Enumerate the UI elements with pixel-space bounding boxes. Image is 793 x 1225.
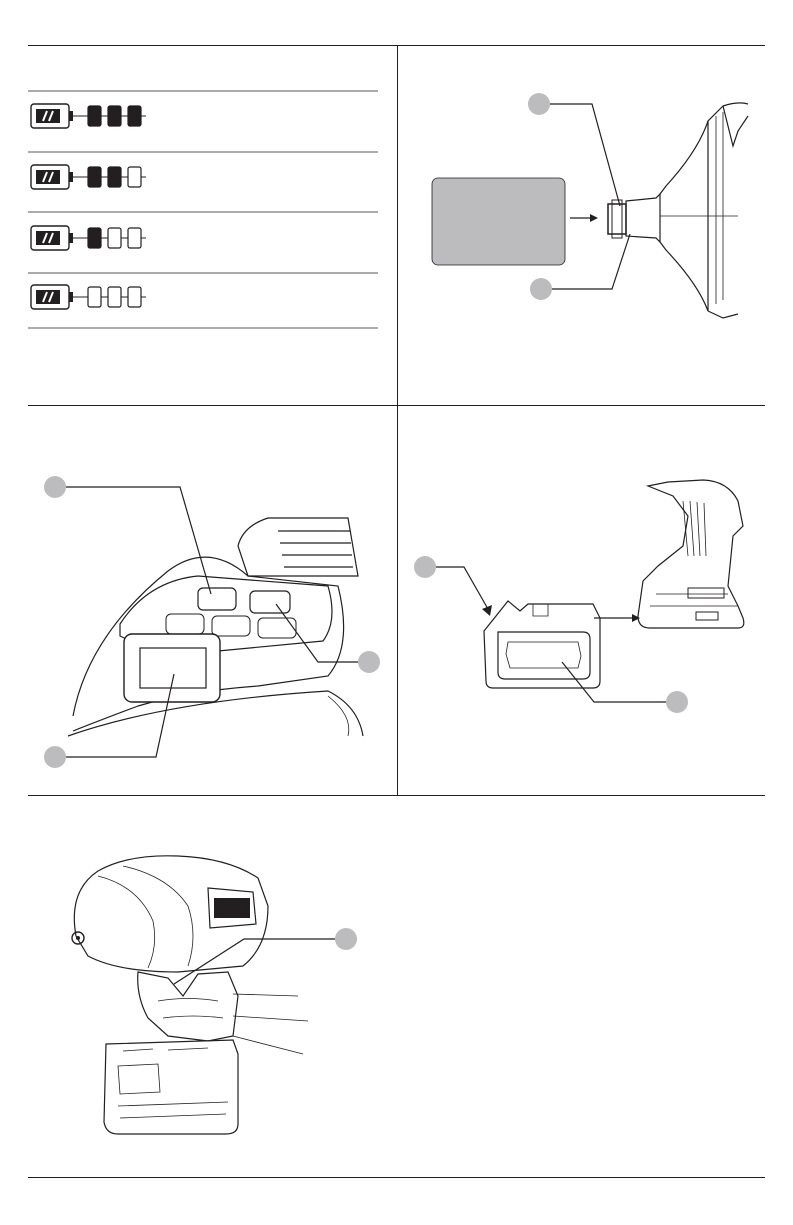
callout-grip	[335, 928, 357, 950]
gauge-led-off	[108, 287, 121, 307]
battery-pack-face	[498, 632, 590, 679]
gauge-led-off	[88, 287, 101, 307]
leader-line	[174, 939, 335, 984]
battery-icon-fill	[36, 170, 60, 184]
gauge-led-off	[128, 287, 141, 307]
finger-lines	[158, 999, 223, 1019]
tool-head-contour	[98, 876, 155, 968]
control-panel-figure	[28, 406, 397, 795]
battery-icon-fill	[36, 231, 60, 245]
battery-icon-terminal	[69, 111, 73, 121]
pad-button	[258, 618, 296, 638]
socket-placeholder	[432, 178, 565, 265]
control-panel-drawing	[28, 406, 397, 795]
callout-pack-left	[414, 556, 436, 578]
arrow-head-icon	[590, 214, 598, 222]
gauge-led-off	[108, 228, 121, 248]
pad-button	[166, 614, 204, 634]
handle-base-lines	[650, 594, 738, 606]
housing-bottom-detail	[708, 311, 738, 318]
anvil-tip-center	[76, 936, 80, 940]
fuel-gauge-row	[31, 104, 146, 128]
battery-icon-terminal	[69, 233, 73, 243]
battery-ribs	[118, 1102, 228, 1118]
battery-icon-fill	[36, 290, 60, 304]
leader-line	[436, 567, 488, 609]
battery-fuel-gauge-figure	[28, 46, 397, 405]
battery-latch	[533, 604, 548, 616]
gauge-led-on	[108, 106, 121, 126]
tool-contour-detail	[328, 696, 349, 736]
gauge-led-on	[88, 228, 101, 248]
vent-slots	[278, 531, 353, 567]
battery-attach-drawing	[398, 406, 765, 795]
battery-attach-figure	[398, 406, 765, 795]
gauge-led-on	[88, 167, 101, 187]
gauge-led-off	[128, 228, 141, 248]
handle-logo-plate	[696, 612, 718, 620]
fuel-gauge-row	[31, 226, 146, 250]
brand-logo	[214, 898, 250, 918]
hand-reference-lines	[233, 994, 308, 1054]
gauge-led-off	[128, 167, 141, 187]
tool-head-contour	[123, 866, 193, 966]
battery-pack	[104, 1040, 238, 1134]
callout-pack-bottom	[666, 691, 688, 713]
battery-pack-panel	[506, 642, 581, 668]
battery-icon-terminal	[69, 292, 73, 302]
fuel-gauge-row	[31, 285, 146, 309]
callout-panel-bottom	[44, 746, 66, 768]
anvil-drawing	[398, 46, 765, 405]
tool-grip-figure	[28, 796, 765, 1177]
callout-anvil-bottom	[530, 278, 552, 300]
callout-panel-right	[358, 651, 380, 673]
battery-pack	[484, 601, 600, 688]
housing-outline-lower	[660, 242, 708, 311]
callout-panel-top	[44, 476, 66, 498]
anvil-collar	[626, 194, 660, 242]
battery-gauge-window	[118, 1064, 160, 1094]
gauge-led-on	[88, 106, 101, 126]
anvil-socket-figure	[398, 46, 765, 405]
mode-button	[198, 588, 236, 610]
speed-button	[250, 591, 290, 613]
gauge-led-on	[108, 167, 121, 187]
hand-grip	[138, 972, 238, 1041]
anvil-square-drive	[608, 204, 626, 234]
housing-ribs	[716, 112, 723, 304]
leader-line	[66, 487, 211, 594]
bottom-rule	[28, 1177, 765, 1178]
fuel-gauge-row	[31, 165, 146, 189]
fuel-gauge-drawing	[28, 46, 397, 405]
gauge-led-on	[128, 106, 141, 126]
callout-anvil-top	[528, 93, 550, 115]
display-screen	[140, 648, 206, 688]
battery-icon-terminal	[69, 172, 73, 182]
housing-top-detail	[723, 106, 748, 146]
pad-button	[212, 616, 250, 636]
housing-outline	[660, 103, 748, 194]
tool-grip-drawing	[28, 796, 765, 1177]
handle-badge	[688, 588, 724, 598]
battery-top-detail	[123, 1048, 208, 1051]
battery-icon-fill	[36, 109, 60, 123]
